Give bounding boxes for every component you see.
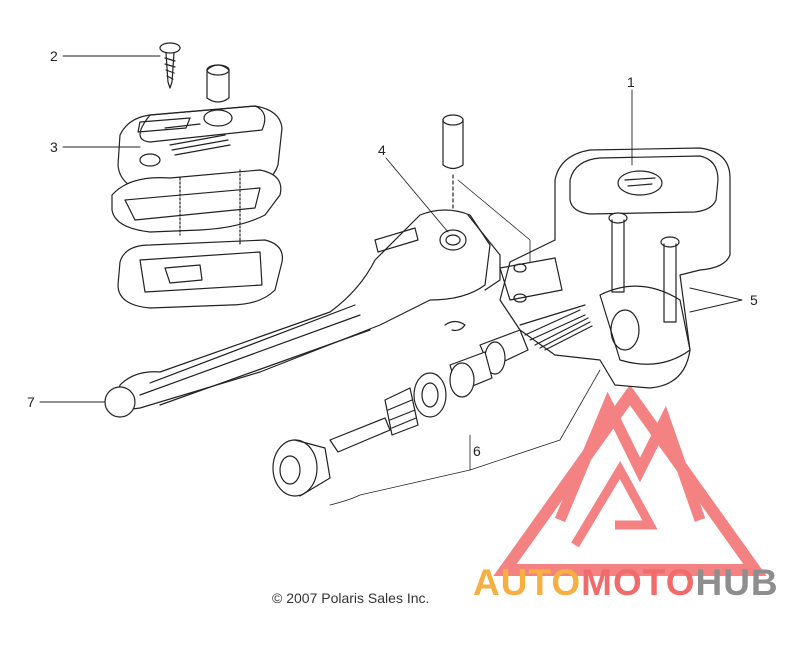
watermark-logo-icon xyxy=(493,384,767,576)
callout-5: 5 xyxy=(750,292,758,308)
reservoir-cover-part xyxy=(117,105,283,193)
callout-4: 4 xyxy=(378,142,386,158)
cover-pin-part xyxy=(206,64,230,103)
callout-7: 7 xyxy=(27,394,35,410)
callout-6: 6 xyxy=(473,443,481,459)
master-cylinder-body-part xyxy=(499,147,731,389)
diaphragm-seal-part xyxy=(111,169,283,309)
clip-part xyxy=(444,320,466,332)
watermark-part-hub: HUB xyxy=(695,562,779,603)
callout-2: 2 xyxy=(50,48,58,64)
piston-kit-part xyxy=(272,304,601,506)
watermark-brand: AUTOMOTOHUB xyxy=(473,562,779,604)
watermark-part-auto: AUTO xyxy=(473,562,582,603)
leader-lines xyxy=(39,55,743,403)
watermark-part-moto: MOTO xyxy=(581,562,696,603)
callout-3: 3 xyxy=(50,139,58,155)
bolt-part xyxy=(608,212,680,323)
callout-1: 1 xyxy=(627,74,635,90)
copyright-text: © 2007 Polaris Sales Inc. xyxy=(272,590,430,606)
screw-part xyxy=(159,42,181,89)
brake-lever-part xyxy=(104,209,501,418)
